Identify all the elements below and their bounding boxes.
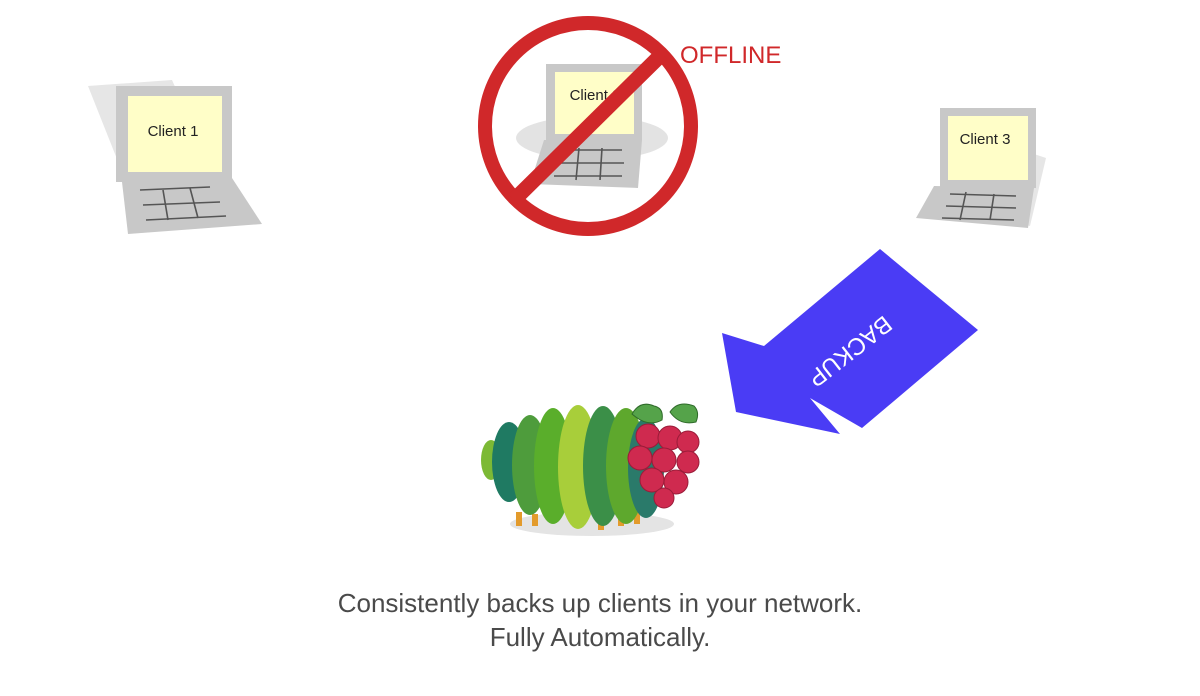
client-1-label: Client 1 bbox=[148, 123, 199, 140]
caption-line-1: Consistently backs up clients in your ne… bbox=[337, 588, 863, 618]
client-1-laptop-icon: Client 1 bbox=[88, 80, 262, 234]
client-3-label: Client 3 bbox=[960, 131, 1011, 148]
prohibition-sign-icon bbox=[478, 16, 698, 236]
offline-label: OFFLINE bbox=[680, 42, 781, 69]
client-3-laptop-icon: Client 3 bbox=[916, 108, 1046, 228]
caption-line-2: Fully Automatically. bbox=[489, 622, 711, 652]
backup-arrow-icon: BACKUP bbox=[722, 249, 978, 434]
caterpillar-raspberry-mascot bbox=[481, 403, 700, 536]
